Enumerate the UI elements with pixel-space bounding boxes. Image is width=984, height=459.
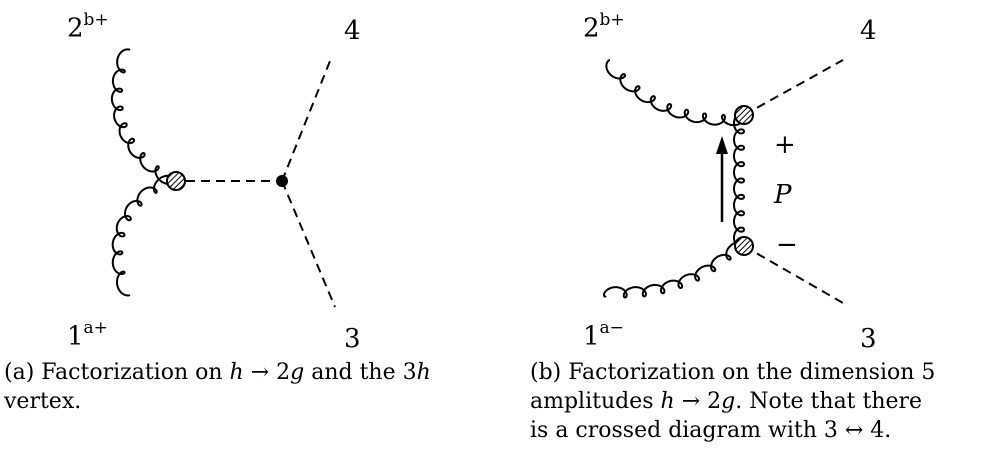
caption-b-line2: amplitudes h → 2g. Note that there (530, 389, 923, 414)
effective-vertex-a (166, 171, 186, 191)
scalar-line-a-4 (281, 55, 333, 182)
label-a-scalar-3: 3 (344, 324, 361, 354)
gluon-line-a-top (110, 48, 177, 185)
three-higgs-vertex (276, 175, 288, 187)
scalar-line-b-3 (743, 245, 844, 304)
label-b-propagator-momentum: P (774, 180, 792, 210)
label-b-helicity-plus: + (774, 130, 796, 160)
caption-b-line1: (b) Factorization on the dimension 5 (530, 360, 936, 385)
effective-vertex-b-bottom (734, 236, 754, 256)
caption-a-line1: (a) Factorization on h → 2g and the 3h (4, 360, 431, 385)
gluon-line-b-top (605, 59, 746, 127)
momentum-arrow-head (716, 136, 728, 154)
gluon-line-b-bottom (602, 241, 747, 299)
label-a-scalar-4: 4 (344, 16, 361, 46)
caption-a: (a) Factorization on h → 2g and the 3h v… (4, 358, 474, 416)
label-b-gluon-2: 2b+ (583, 10, 625, 44)
scalar-line-b-4 (743, 59, 844, 116)
label-b-gluon-1: 1a− (583, 318, 624, 352)
label-a-gluon-1: 1a+ (67, 318, 108, 352)
caption-b-line3: is a crossed diagram with 3 ↔ 4. (530, 418, 892, 443)
label-b-scalar-4: 4 (860, 16, 877, 46)
caption-a-line2: vertex. (4, 389, 82, 414)
scalar-line-a-3 (281, 180, 336, 308)
label-a-gluon-2: 2b+ (67, 10, 109, 44)
diagram-a (110, 48, 336, 308)
label-b-helicity-minus: − (776, 230, 798, 260)
caption-b: (b) Factorization on the dimension 5 amp… (530, 358, 980, 445)
gluon-line-b-propagator (732, 111, 746, 250)
effective-vertex-b-top (734, 105, 754, 125)
label-b-scalar-3: 3 (860, 324, 877, 354)
gluon-line-a-bottom (111, 174, 177, 297)
diagram-b (602, 59, 844, 304)
